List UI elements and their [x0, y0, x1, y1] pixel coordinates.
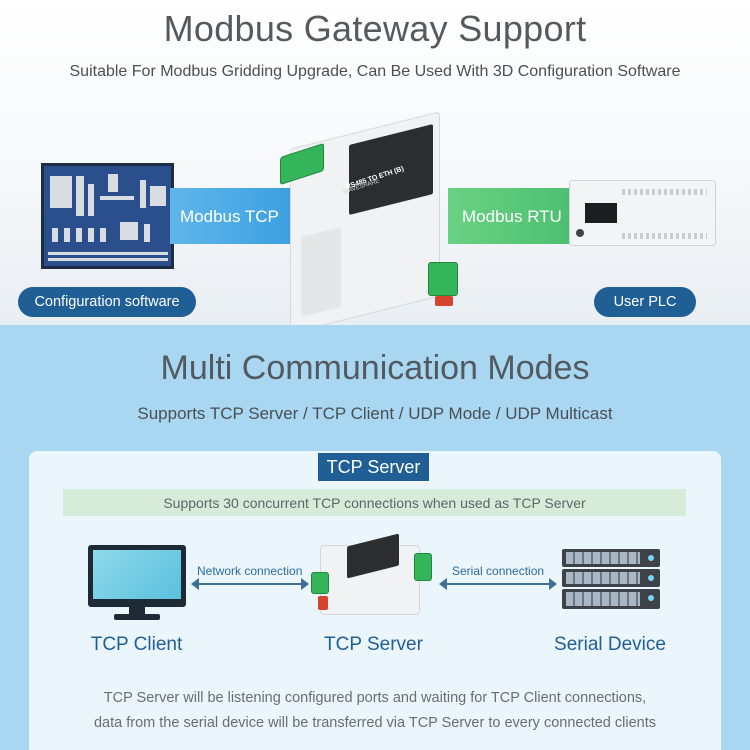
- modbus-rtu-label: Modbus RTU: [462, 207, 562, 226]
- tcp-server-label: TCP Server: [324, 634, 423, 655]
- modbus-tcp-band: [170, 188, 295, 244]
- modbus-rtu-band: [448, 188, 572, 244]
- network-connection-label: Network connection: [197, 564, 303, 578]
- concurrent-connections-bar: Supports 30 concurrent TCP connections w…: [63, 489, 686, 516]
- red-clip: [435, 296, 453, 306]
- terminal-block-left: [311, 572, 329, 594]
- description-line-2: data from the serial device will be tran…: [93, 715, 656, 731]
- gateway-device-image: [290, 111, 440, 334]
- tcp-server-heading: TCP Server: [318, 453, 429, 481]
- modbus-title: Modbus Gateway Support: [163, 8, 587, 49]
- modbus-subtitle: Suitable For Modbus Gridding Upgrade, Ca…: [69, 63, 681, 80]
- description-line-1: TCP Server will be listening configured …: [103, 690, 647, 706]
- red-clip: [318, 596, 328, 610]
- modbus-tcp-label: Modbus TCP: [180, 207, 279, 226]
- serial-connection-label: Serial connection: [452, 564, 545, 578]
- monitor-stand: [129, 607, 145, 615]
- serial-device-label: Serial Device: [554, 634, 666, 655]
- scada-screen-image: [41, 163, 174, 269]
- monitor-base: [114, 614, 160, 620]
- configuration-software-pill: Configuration software: [18, 287, 196, 317]
- plc-image: [569, 180, 716, 246]
- tcp-client-label: TCP Client: [90, 634, 183, 655]
- terminal-block-right: [414, 553, 432, 581]
- terminal-block-bottom: [428, 262, 458, 296]
- modes-subtitle: Supports TCP Server / TCP Client / UDP M…: [137, 404, 613, 423]
- user-plc-pill: User PLC: [594, 287, 696, 317]
- double-arrow-icon: [191, 578, 309, 590]
- modes-title: Multi Communication Modes: [160, 349, 590, 387]
- double-arrow-icon: [439, 578, 557, 590]
- gateway-device-image: [320, 533, 420, 615]
- monitor-icon: [88, 545, 186, 607]
